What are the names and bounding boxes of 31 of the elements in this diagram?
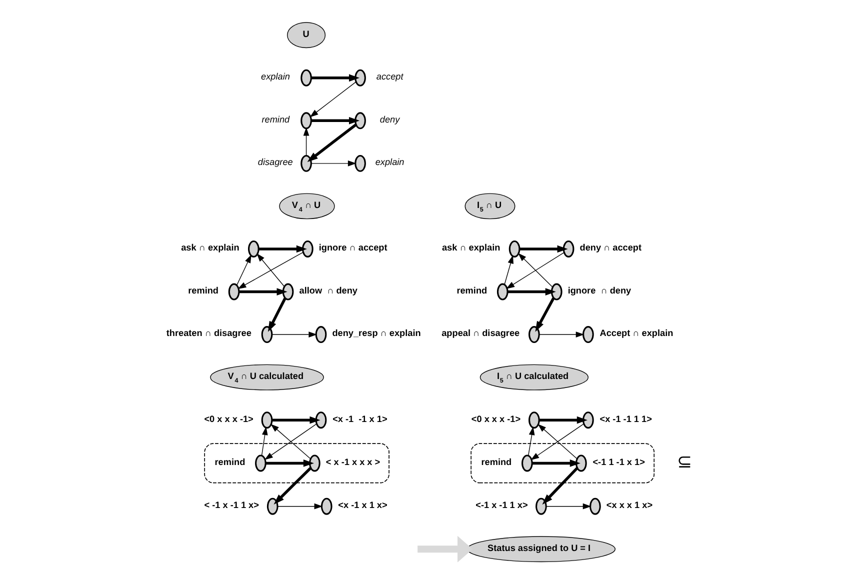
node-label: <0 x x x -1> [204,414,253,424]
node-label: <0 x x x -1> [470,414,520,424]
node-label: accept [376,72,403,82]
node-label: ignore ∩ accept [318,242,387,253]
node-label: < -1 x -1 1 x> [204,500,258,510]
node-label: remind [188,285,218,296]
node-label: ignore ∩ deny [567,285,631,296]
node-label: ask ∩ explain [441,242,500,253]
node-label: threaten ∩ disagree [166,328,251,338]
node-label: disagree [257,157,292,168]
node-label: remind [456,285,487,296]
node-label: <x -1 -1 1 1> [599,414,652,424]
node-label: <-1 1 -1 x 1> [592,456,644,467]
label: ⊆ [676,450,692,472]
node-label: <x -1 x 1 x> [338,500,387,510]
node-label: <x -1 -1 x 1> [332,414,387,424]
node-label: explain [260,72,290,82]
node-label: remind [214,456,245,467]
node-label: <x x x 1 x> [606,500,652,510]
node-label: < x -1 x x x > [325,456,380,467]
node-label: appeal ∩ disagree [441,328,520,338]
node-label: remind [480,456,512,467]
node-label: remind [261,114,290,124]
node-label: <-1 x -1 1 x> [475,500,528,510]
node-label: deny [379,114,400,124]
node-label: Accept ∩ explain [599,328,673,338]
node-label: allow ∩ deny [298,285,357,296]
node-label: deny_resp ∩ explain [332,328,420,338]
node-label: ask ∩ explain [180,242,239,253]
node-label: deny ∩ accept [579,242,642,253]
node-label: explain [374,157,404,168]
